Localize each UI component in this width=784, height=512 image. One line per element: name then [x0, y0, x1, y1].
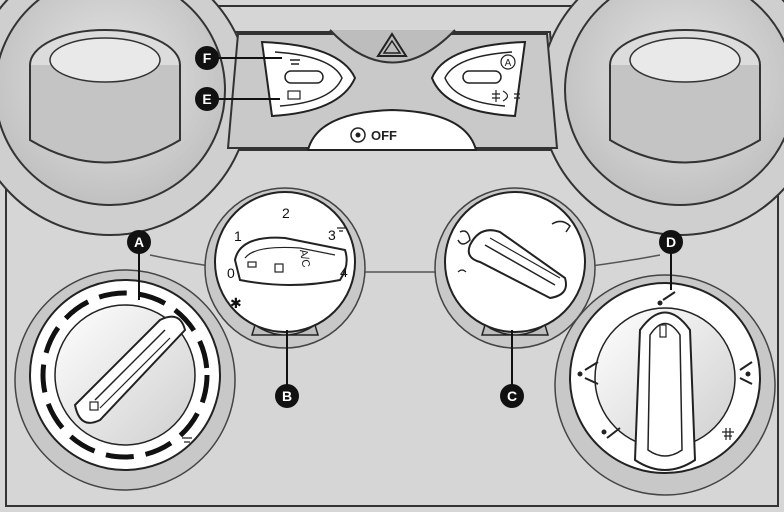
hazard-triangle-icon — [376, 32, 408, 57]
fan-speed-knob[interactable]: A/C 0 1 2 3 4 ✱ — [204, 187, 366, 349]
auto-label: A — [505, 58, 512, 69]
hazard-inner-triangle-icon — [382, 39, 402, 54]
callout-d-label: D — [666, 234, 676, 250]
recirculation-icon — [350, 127, 366, 143]
vent-face-icon — [662, 291, 676, 301]
callout-e: E — [195, 87, 280, 111]
callout-a: A — [127, 230, 151, 300]
fan-speed-1: 1 — [234, 228, 242, 244]
fan-defrost-icon — [337, 227, 345, 232]
air-distribution-knob[interactable] — [554, 274, 776, 496]
fan-speed-3: 3 — [328, 227, 336, 243]
temperature-scale-ring — [40, 290, 210, 460]
defrost-rocker-switch[interactable] — [260, 40, 357, 118]
recirc-small-icon — [457, 269, 467, 273]
rear-defrost-icon — [287, 90, 301, 100]
callout-f: F — [195, 46, 282, 70]
vent-feet-icon — [606, 427, 621, 439]
dash-line — [149, 254, 661, 273]
fan-icon: ✱ — [230, 295, 242, 311]
hazard-button[interactable] — [329, 29, 456, 64]
callout-b: B — [275, 330, 299, 408]
front-defrost-icon — [290, 59, 300, 65]
fog-light-icon — [492, 90, 500, 102]
callout-e-label: E — [202, 91, 211, 107]
callout-b-label: B — [282, 388, 292, 404]
callout-c-label: C — [507, 388, 517, 404]
vent-feet-defrost-icon — [739, 361, 753, 385]
fan-speed-0: 0 — [227, 265, 235, 281]
recirculation-knob[interactable] — [434, 187, 596, 349]
diagram-border — [5, 5, 779, 507]
outside-air-icon — [457, 230, 471, 245]
ac-label: A/C — [297, 248, 312, 268]
callout-f-label: F — [203, 50, 212, 66]
defrost-mark-icon — [182, 437, 192, 443]
fan-speed-4: 4 — [340, 264, 348, 280]
callout-c: C — [500, 330, 524, 408]
fan-speed-2: 2 — [282, 205, 290, 221]
right-air-vent — [539, 0, 784, 236]
vent-face-feet-icon — [584, 361, 599, 385]
off-label: OFF — [371, 128, 397, 143]
recirc-air-icon — [551, 220, 571, 233]
left-air-vent — [0, 0, 251, 236]
auto-rocker-switch[interactable]: A — [430, 40, 527, 118]
temperature-knob[interactable] — [14, 269, 236, 491]
callout-d: D — [659, 230, 683, 290]
windshield-defrost-icon — [722, 428, 734, 440]
auto-circle-icon — [500, 54, 516, 70]
callout-a-label: A — [134, 234, 144, 250]
recirculation-off-button[interactable]: OFF — [306, 108, 478, 151]
